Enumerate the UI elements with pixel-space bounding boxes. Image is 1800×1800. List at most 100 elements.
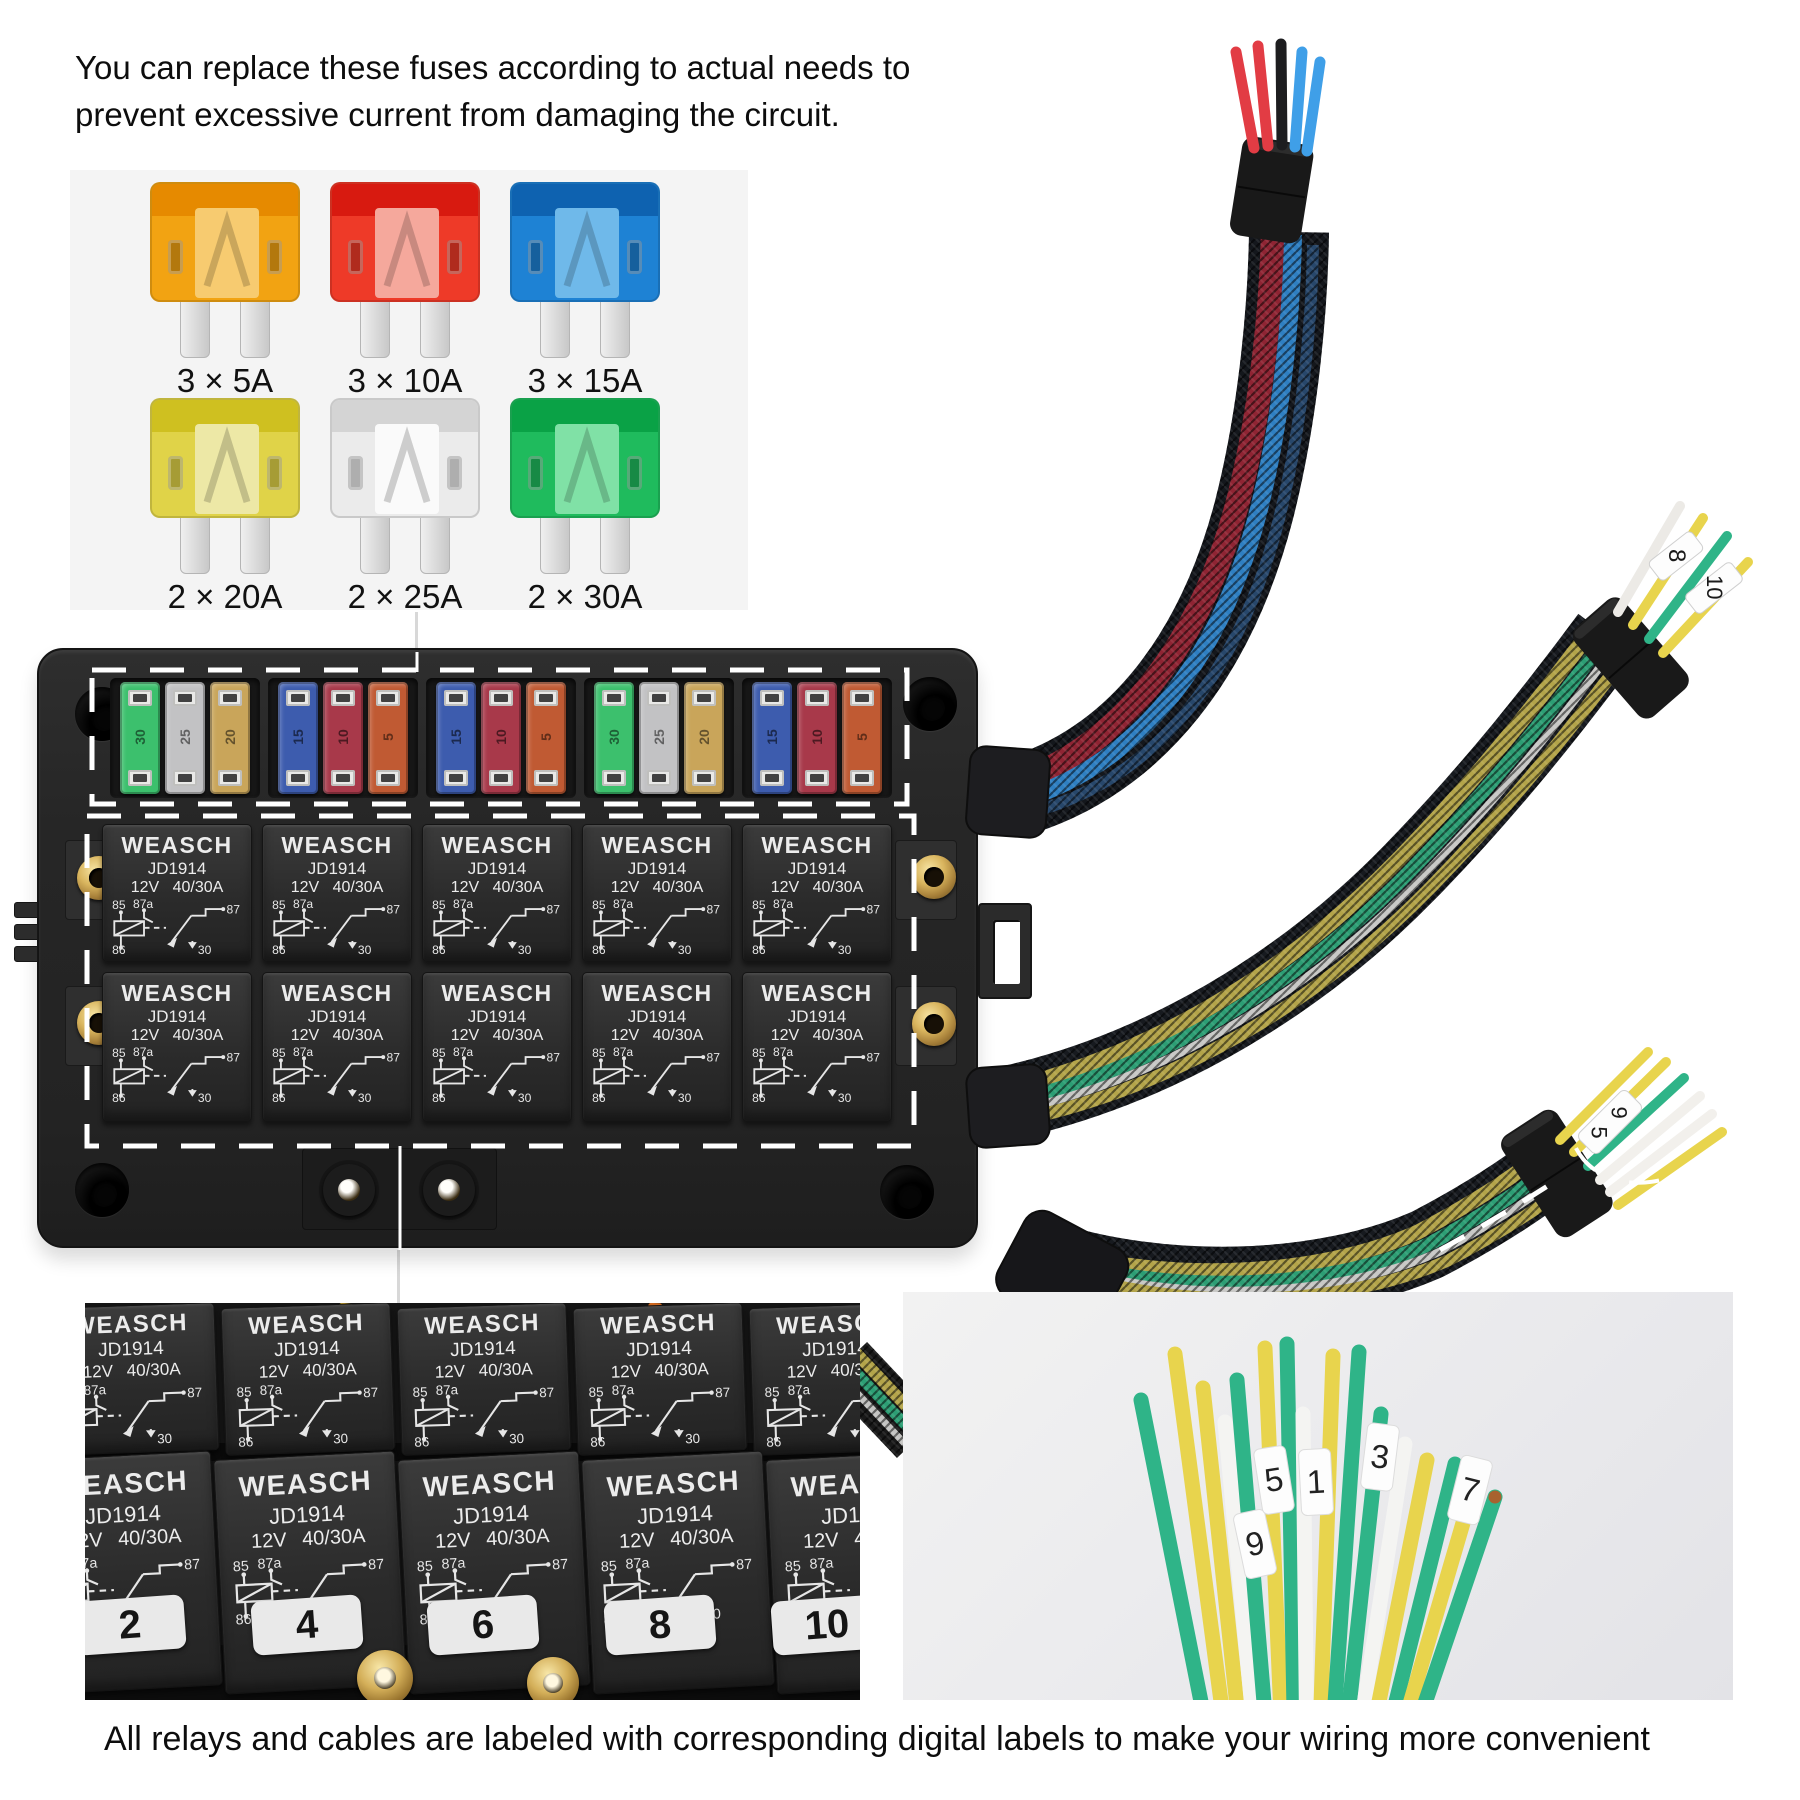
wire-number-label: 9 <box>1233 1509 1277 1579</box>
fuse-slot <box>447 456 462 490</box>
svg-text:87: 87 <box>866 1050 880 1064</box>
fuse-slot <box>627 456 642 490</box>
svg-text:87a: 87a <box>293 897 313 911</box>
fuse-slot <box>168 456 183 490</box>
fuse-terminal <box>331 690 355 706</box>
svg-text:87: 87 <box>546 1050 560 1064</box>
fuse-value: 5 <box>380 733 396 741</box>
fuse-chart-item: 2 × 30A <box>485 398 685 616</box>
relay-brand: WEASCH <box>121 832 233 858</box>
fuse-leg <box>240 296 270 358</box>
fuse-slot <box>267 240 282 274</box>
fuse-chart-label: 3 × 15A <box>527 362 643 399</box>
installed-fuse: 5 <box>368 682 408 794</box>
header-note-line2: prevent excessive current from damaging … <box>75 96 840 133</box>
tip-wire <box>1613 1127 1727 1210</box>
relay-rating: 12V 40/30A <box>290 879 384 896</box>
dashed-circle-highlight <box>1566 1005 1754 1185</box>
relay-brand: WEASCH <box>789 1464 860 1503</box>
corner-screw-hole <box>75 1163 129 1217</box>
svg-text:85: 85 <box>592 1046 606 1060</box>
svg-text:87: 87 <box>363 1385 378 1401</box>
fuse-terminal <box>647 770 671 786</box>
svg-text:30: 30 <box>509 1431 524 1447</box>
svg-text:30: 30 <box>838 943 852 956</box>
svg-text:30: 30 <box>198 1091 212 1104</box>
svg-text:87: 87 <box>715 1385 730 1401</box>
svg-text:5: 5 <box>1587 1126 1612 1138</box>
fuse-chart-item: 2 × 20A <box>125 398 325 616</box>
fuse-icon <box>510 398 660 574</box>
svg-text:30: 30 <box>157 1431 172 1447</box>
fuse-terminal <box>218 770 242 786</box>
fuse-terminal <box>444 770 468 786</box>
fuse-terminal <box>444 690 468 706</box>
cable-1-tip-wires <box>1230 38 1326 157</box>
fuse-element <box>203 426 251 504</box>
svg-text:86: 86 <box>592 1091 606 1104</box>
svg-text:30: 30 <box>198 943 212 956</box>
copper-tip <box>1488 1490 1502 1504</box>
svg-text:30: 30 <box>678 943 692 956</box>
harness-cable-2 <box>997 613 1638 1139</box>
relay-model: JD1914 <box>627 1007 687 1026</box>
fuse-chart-item: 2 × 25A <box>305 398 505 616</box>
relay-rating: 12V 40/30A <box>290 1027 384 1044</box>
fuse-value: 15 <box>448 729 464 745</box>
svg-text:85: 85 <box>432 898 446 912</box>
fuse-terminal <box>805 690 829 706</box>
svg-text:87a: 87a <box>613 897 633 911</box>
fuse-element <box>563 426 611 504</box>
relay-model: JD1914 <box>627 859 687 878</box>
relay-brand: WEASCH <box>761 980 873 1006</box>
svg-text:87: 87 <box>226 1050 240 1064</box>
fuse-terminal <box>760 690 784 706</box>
fuse-housing <box>150 182 300 302</box>
wire-number-label: 7 <box>1447 1454 1493 1526</box>
fuse-slot <box>348 456 363 490</box>
svg-text:86: 86 <box>112 943 126 956</box>
tip-wire <box>1595 1091 1705 1185</box>
svg-text:87a: 87a <box>85 1555 98 1572</box>
fuse-value: 30 <box>606 729 622 745</box>
fuse-terminal <box>647 690 671 706</box>
svg-text:87: 87 <box>736 1557 753 1574</box>
installed-fuse: 5 <box>526 682 566 794</box>
fuse-housing <box>510 182 660 302</box>
installed-fuse: 20 <box>210 682 250 794</box>
svg-text:85: 85 <box>588 1384 603 1400</box>
svg-text:87: 87 <box>539 1385 554 1401</box>
relay-rating: 12V 40/30A <box>610 879 704 896</box>
fuse-terminal <box>850 690 874 706</box>
fuse-terminal <box>602 690 626 706</box>
svg-text:30: 30 <box>678 1091 692 1104</box>
relay-brand: WEASCH <box>775 1309 860 1341</box>
callout-line-relays <box>397 1250 400 1304</box>
relay-model: JD1914 <box>147 1007 207 1026</box>
fuse-value: 20 <box>222 729 238 745</box>
svg-text:87: 87 <box>866 902 880 916</box>
fuse-leg <box>600 512 630 574</box>
fuse-window <box>195 208 259 298</box>
svg-text:87: 87 <box>386 1050 400 1064</box>
fuse-leg <box>540 512 570 574</box>
mounting-tab-hole <box>993 920 1020 984</box>
svg-text:87a: 87a <box>787 1382 810 1398</box>
svg-text:86: 86 <box>766 1434 781 1449</box>
fuse-leg <box>600 296 630 358</box>
fuse-chart-item: 3 × 15A <box>485 182 685 400</box>
fuse-chart-label: 3 × 5A <box>176 362 274 399</box>
fuse-terminal <box>850 770 874 786</box>
relay-number-label: 6 <box>426 1594 540 1656</box>
relay-rating: 12V 40/30A <box>610 1027 704 1044</box>
fuse-icon <box>150 398 300 574</box>
